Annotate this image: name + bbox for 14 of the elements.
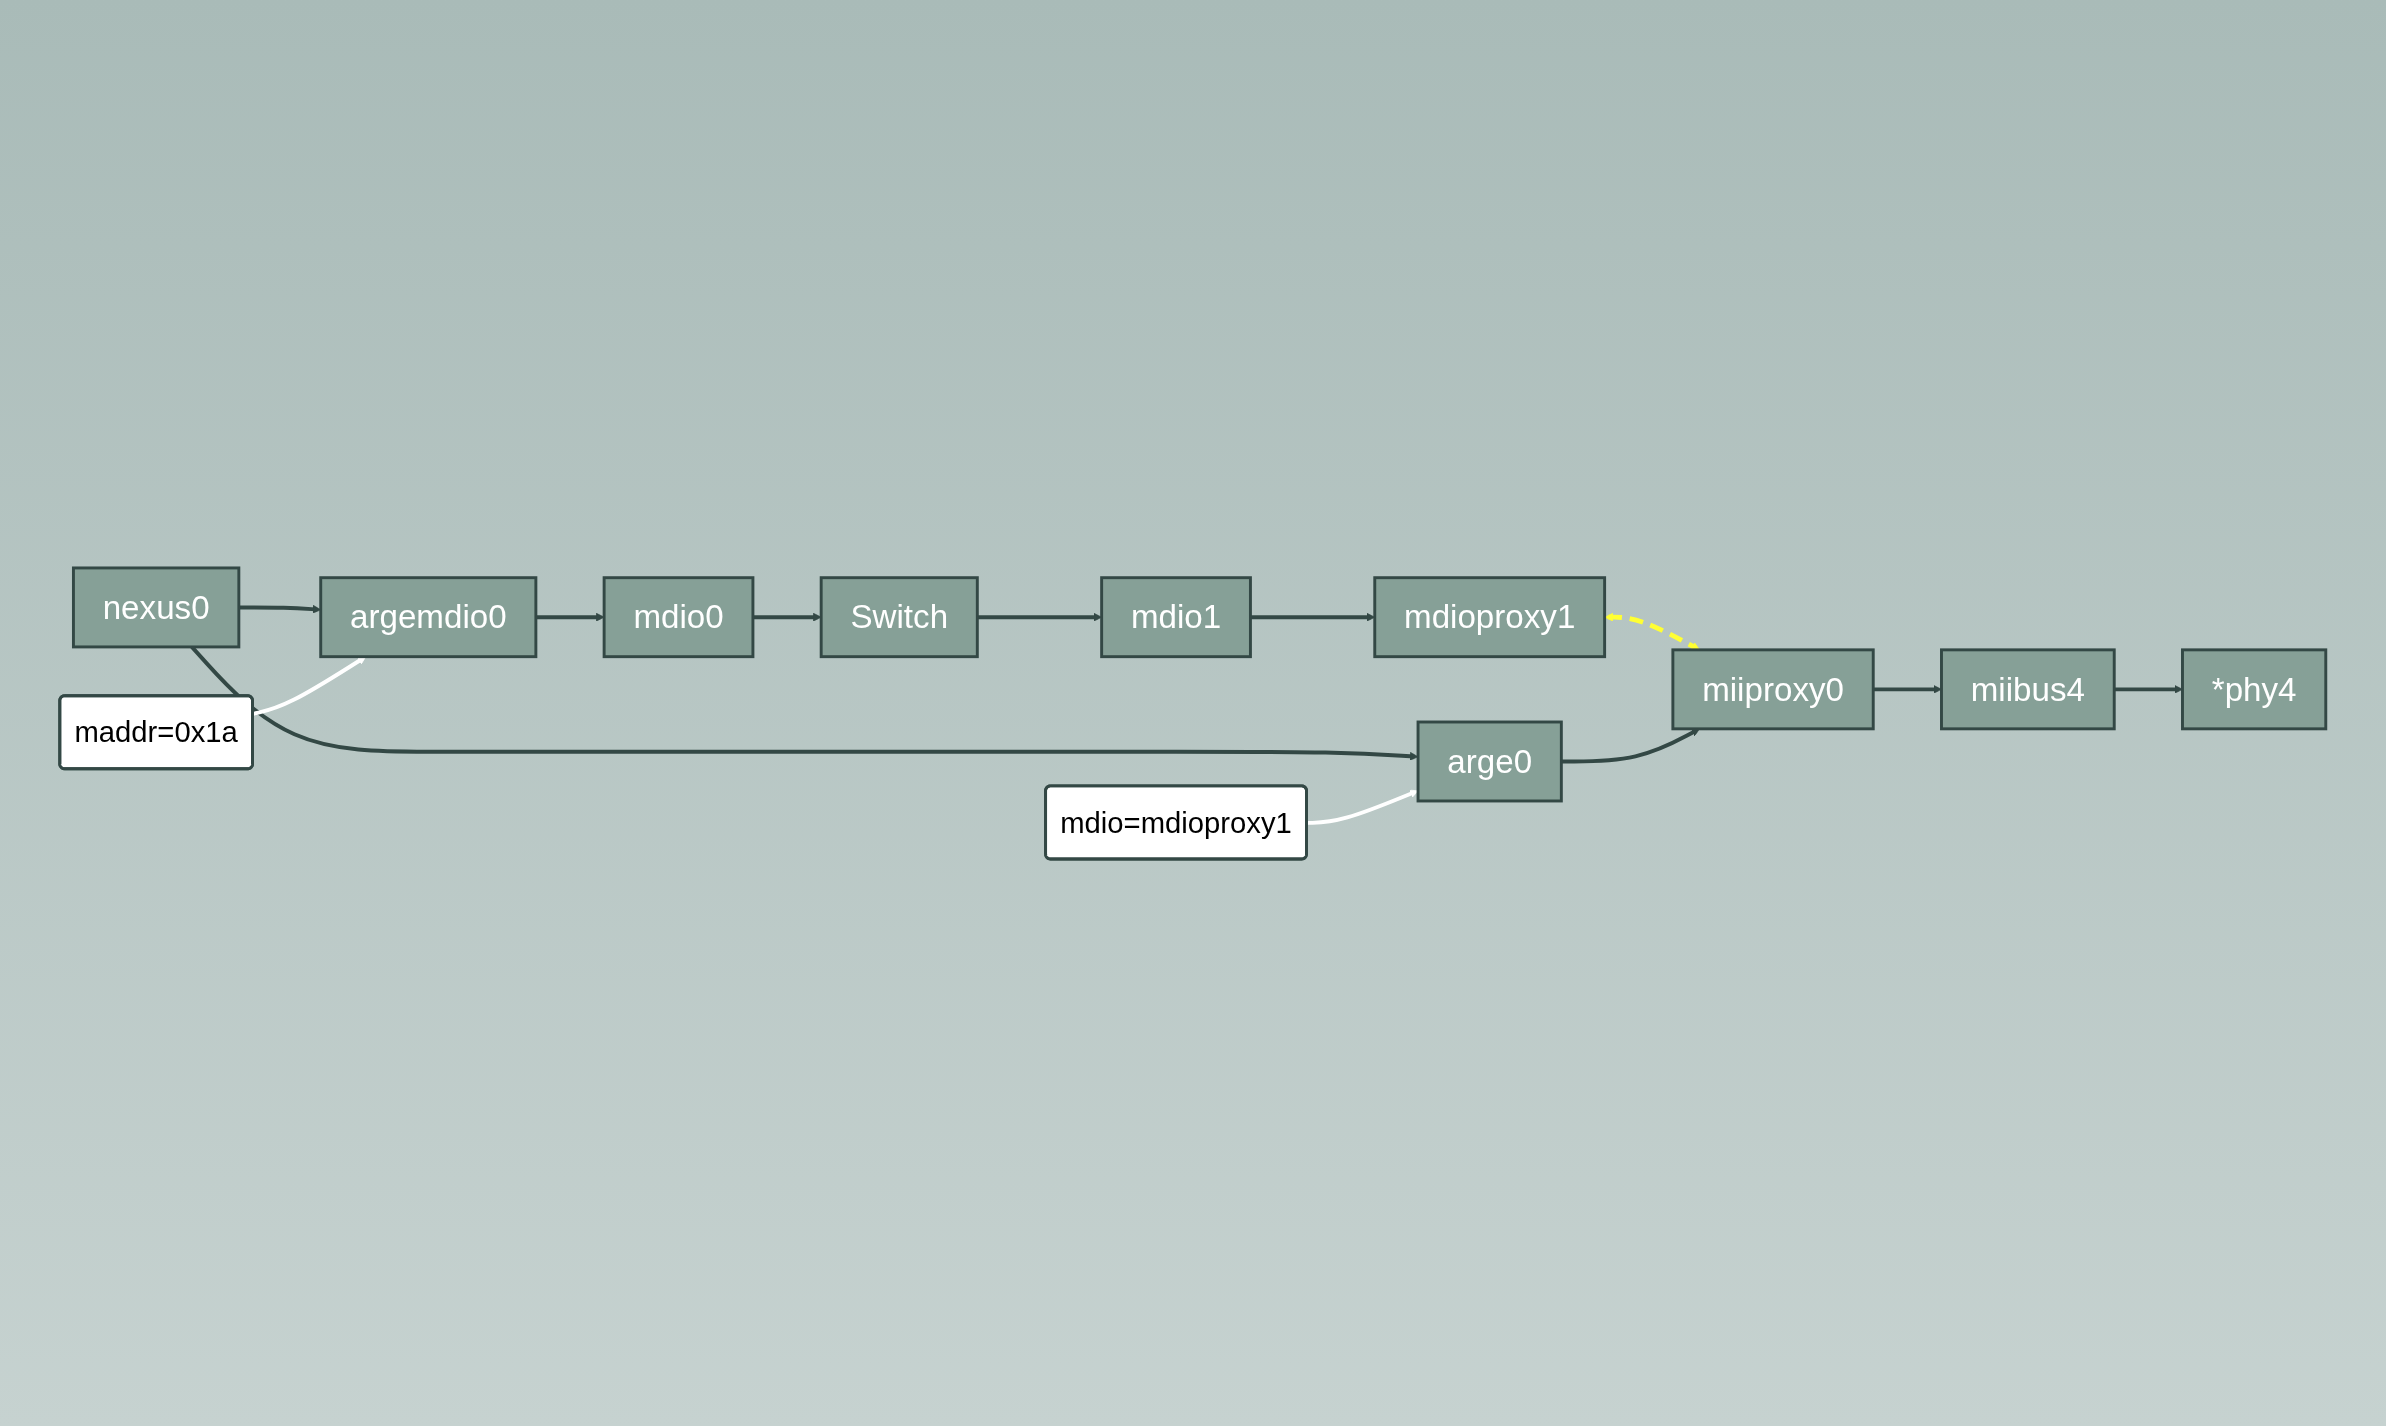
node-box: argemdio0 [319,575,538,658]
arrow [1307,789,1419,825]
node-box: *phy4 [2181,647,2328,730]
arrow [1604,612,1701,650]
node-box: nexus0 [72,566,241,648]
node-box: miibus4 [1940,647,2116,730]
node-box: mdio1 [1100,575,1253,658]
node-box: arge0 [1416,720,1563,802]
node-box: Switch [819,575,979,658]
node-box: mdio0 [602,575,755,658]
arrow [753,612,822,621]
node-box: miiproxy0 [1671,647,1875,730]
node-box: mdioproxy1 [1373,575,1607,658]
arrow [536,612,605,621]
